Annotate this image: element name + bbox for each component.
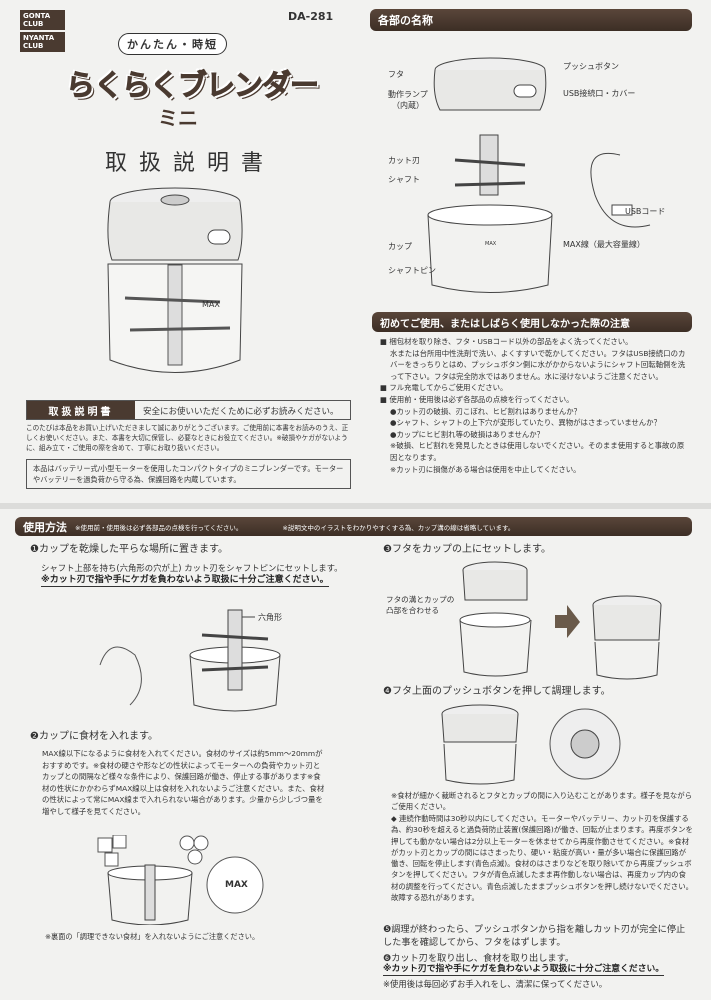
manual-banner: 取扱説明書 安全にお使いいただくために必ずお読みください。 xyxy=(26,400,351,420)
step-1-warning: ※カット刃で指や手にケガを負わないよう取扱に十分ご注意ください。 xyxy=(41,575,329,587)
gonta-club-logo: GONTA CLUB xyxy=(20,10,65,30)
label-usb-port: USB接続口・カバー xyxy=(563,89,636,98)
final-warning: ※カット刃で指や手にケガを負わないよう取扱に十分ご注意ください。 xyxy=(383,964,665,976)
first-use-header: 初めてご使用、またはしばらく使用しなかった際の注意 xyxy=(372,312,692,332)
final-note: ※使用後は毎回必ずお手入れをし、清潔に保ってください。 xyxy=(383,979,608,989)
parts-diagram xyxy=(427,57,651,293)
step-2: ❷カップに食材を入れます。 xyxy=(30,731,158,742)
check-item: ●カップにヒビ割れ等の破損はありませんか？ xyxy=(390,429,545,439)
note: ※カット刃に損傷がある場合は使用を中止してください。 xyxy=(390,464,581,474)
first-use-item: ■ 使用前・使用後は必ず各部品の点検を行ってください。 xyxy=(380,394,574,404)
blender-illustration xyxy=(107,187,243,373)
first-use-item: 水または台所用中性洗剤で洗い、よくすすいで乾かしてください。フタはUSB接続口の… xyxy=(390,348,686,381)
label-cup: カップ xyxy=(388,242,412,251)
label-usb-cord: USBコード xyxy=(625,207,666,216)
step-1-illustration xyxy=(99,609,281,712)
label-shaft-pin: シャフトピン xyxy=(388,266,436,275)
summary-box: 本品はバッテリー式/小型モーターを使用したコンパクトタイプのミニブレンダーです。… xyxy=(26,459,351,489)
align-label: フタの溝とカップの凸部を合わせる xyxy=(386,595,455,615)
first-use-item: ■ 梱包材を取り除き、フタ・USBコード以外の部品をよく洗ってください。 xyxy=(380,337,633,346)
max-callout: MAX xyxy=(225,880,248,890)
step-2-note: ※裏面の「調理できない食材」を入れないようにご注意ください。 xyxy=(45,932,260,941)
label-max-small: MAX xyxy=(485,241,497,247)
step-2-text: MAX線以下になるように食材を入れてください。食材のサイズは約5mm〜20mmが… xyxy=(42,749,325,816)
document-title: 取扱説明書 xyxy=(105,151,276,176)
step-3: ❸フタをカップの上にセットします。 xyxy=(383,544,551,555)
first-use-list: ■ 梱包材を取り除き、フタ・USBコード以外の部品をよく洗ってください。 水また… xyxy=(380,336,690,475)
nyanta-club-logo: NYANTA CLUB xyxy=(20,32,65,52)
label-lamp-sub: （内蔵） xyxy=(392,101,424,110)
label-lid: フタ xyxy=(388,70,404,79)
step-1: ❶カップを乾燥した平らな場所に置きます。 xyxy=(30,544,228,555)
check-item: ●カット刃の破損、刃こぼれ、ヒビ割れはありませんか？ xyxy=(390,406,582,416)
step-4: ❹フタ上面のプッシュボタンを押して調理します。 xyxy=(383,686,611,697)
intro-text: このたびは本品をお買い上げいただきまして誠にありがとうございます。ご使用前に本書… xyxy=(26,424,349,452)
continuous-operation-note: ◆ 連続作動時間は30秒以内にしてください。モーターやバッテリー、カット刃を保護… xyxy=(391,814,693,903)
label-push-button: プッシュボタン xyxy=(563,62,619,71)
label-shaft: シャフト xyxy=(388,175,420,184)
label-max-line: MAX線（最大容量線） xyxy=(563,240,645,249)
max-line-label: MAX xyxy=(202,300,220,309)
model-number: DA-281 xyxy=(288,10,334,23)
product-sub-logo: ミニ xyxy=(158,106,198,130)
step-6: ❻カット刃を取り出し、食材を取り出します。 xyxy=(383,953,575,964)
parts-header: 各部の名称 xyxy=(370,9,692,31)
manual-tag: 取扱説明書 xyxy=(27,401,135,419)
label-lamp: 動作ランプ xyxy=(388,90,428,99)
check-item: ●シャフト、シャフトの上下穴が変形していたり、異物がはさまっていませんか？ xyxy=(390,418,661,428)
usage-note-2: ※説明文中のイラストをわかりやすくする為、カップ溝の線は省略しています。 xyxy=(282,523,515,532)
first-use-item: ■ フル充電してからご使用ください。 xyxy=(380,383,508,393)
step-1-text: シャフト上部を持ち(六角形の穴が上) カット刃をシャフトピンにセットします。 xyxy=(41,563,343,573)
product-logo: らくらくブレンダー xyxy=(65,68,319,103)
note: ※破損、ヒビ割れを発見したときは使用しないでください。そのまま使用すると事故の原… xyxy=(390,441,685,462)
usage-note-1: ※使用前・使用後は必ず各部品の点検を行ってください。 xyxy=(75,523,243,532)
hex-label: 六角形 xyxy=(258,613,282,622)
fold-divider xyxy=(0,503,711,509)
step-4-note: ※食材が細かく裁断されるとフタとカップの間に入り込むことがあります。様子を見なが… xyxy=(391,791,693,811)
step-3-illustration xyxy=(459,561,662,680)
tagline: かんたん・時短 xyxy=(118,33,227,55)
label-blade: カット刃 xyxy=(388,156,420,165)
step-4-illustration xyxy=(441,704,621,785)
usage-header: 使用方法 ※使用前・使用後は必ず各部品の点検を行ってください。 ※説明文中のイラ… xyxy=(15,517,692,536)
step-2-illustration xyxy=(97,835,264,925)
manual-note: 安全にお使いいただくために必ずお読みください。 xyxy=(143,407,339,417)
step-5: ❺調理が終わったら、プッシュボタンから指を離しカット刃が完全に停止した事を確認し… xyxy=(383,924,686,948)
usage-title: 使用方法 xyxy=(23,520,67,534)
